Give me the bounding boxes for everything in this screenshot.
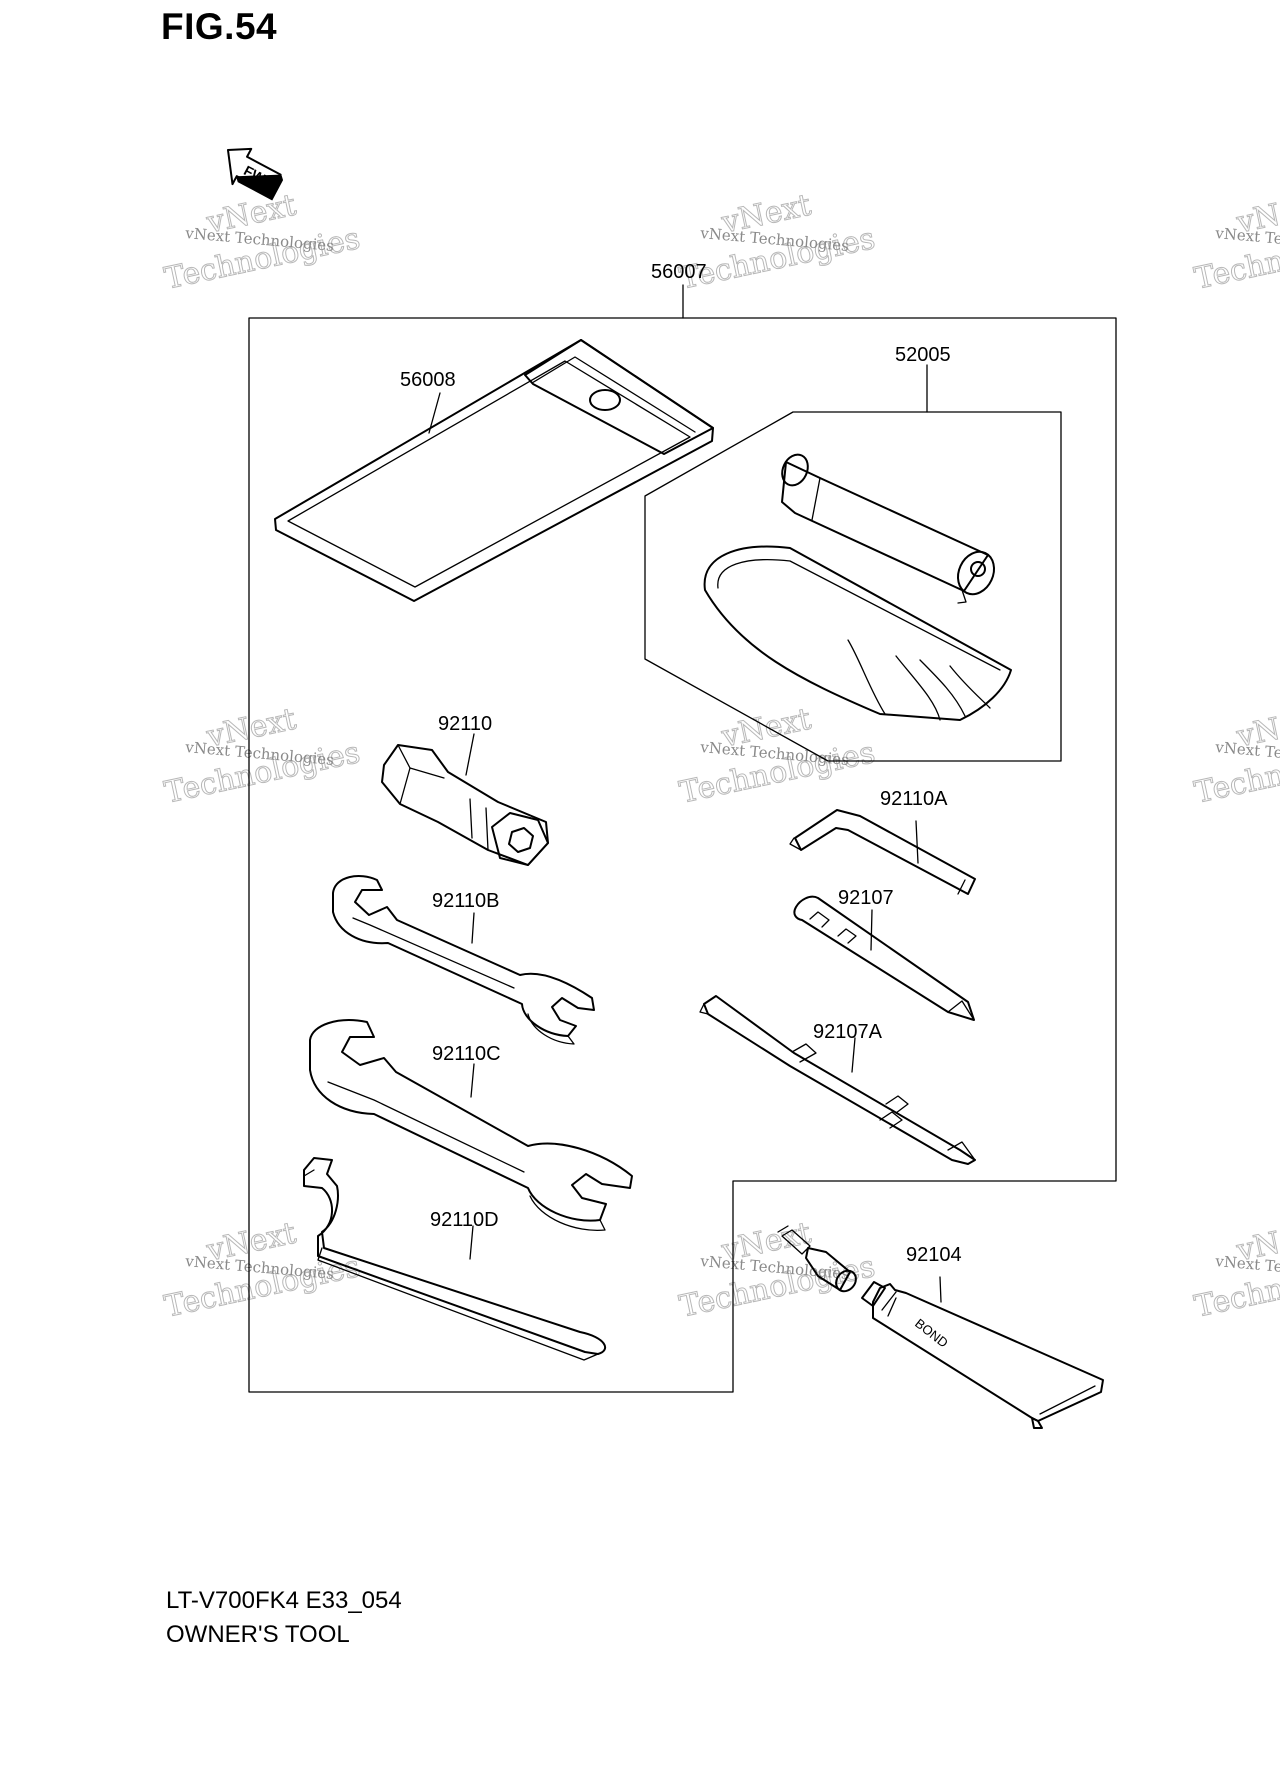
callout-tool-bag: 56008 xyxy=(400,369,456,391)
watermark: Technologies vNext vNext Technologies xyxy=(1191,187,1280,297)
watermark: Technologies vNext vNext Technologies xyxy=(676,187,878,297)
watermark: Technologies vNext vNext Technologies xyxy=(676,701,878,811)
plug-wrench-92110: 92110 xyxy=(381,713,549,866)
watermark: Technologies vNext vNext Technologies xyxy=(161,1215,363,1325)
callout-bond-tube: 92104 xyxy=(906,1244,962,1266)
callout-screwdriver-bit: 92107A xyxy=(813,1021,883,1043)
watermark: Technologies vNext vNext Technologies xyxy=(161,187,363,297)
callout-screwdriver-handle: 92107 xyxy=(838,887,894,909)
tool-bag-56008: 56008 xyxy=(274,339,714,602)
repair-kit-52005: 52005 xyxy=(644,344,1062,762)
callout-plug-wrench: 92110 xyxy=(438,713,492,735)
section-title: OWNER'S TOOL xyxy=(166,1621,350,1648)
figure-title: FIG.54 xyxy=(161,6,278,47)
bond-tube-92104: BOND 92104 xyxy=(777,1225,1104,1429)
footer-caption: LT-V700FK4 E33_054 OWNER'S TOOL xyxy=(166,1584,402,1652)
screwdriver-handle-92107: 92107 xyxy=(793,887,975,1021)
watermark: Technologies vNext vNext Technologies xyxy=(1191,701,1280,811)
callout-pin-spanner: 92110D xyxy=(430,1209,499,1231)
kit-outline: 56007 xyxy=(248,261,1117,1393)
callout-hex-key: 92110A xyxy=(880,788,948,810)
pin-spanner-92110D: 92110D xyxy=(303,1157,607,1361)
callout-kit: 56007 xyxy=(651,261,707,283)
watermark-group: Technologies vNext vNext Technologies Te… xyxy=(161,187,1280,1325)
callout-wrench-c: 92110C xyxy=(432,1043,501,1065)
callout-wrench-b: 92110B xyxy=(432,890,499,912)
wrench-92110B: 92110B xyxy=(332,875,595,1045)
model-code: LT-V700FK4 E33_054 xyxy=(166,1587,402,1614)
hex-key-92110A: 92110A xyxy=(789,788,976,895)
callout-repair-kit: 52005 xyxy=(895,344,951,366)
watermark: Technologies vNext vNext Technologies xyxy=(1191,1215,1280,1325)
screwdriver-bit-92107A: 92107A xyxy=(699,995,976,1165)
wrench-92110C: 92110C xyxy=(309,1019,633,1232)
watermark: Technologies vNext vNext Technologies xyxy=(161,701,363,811)
